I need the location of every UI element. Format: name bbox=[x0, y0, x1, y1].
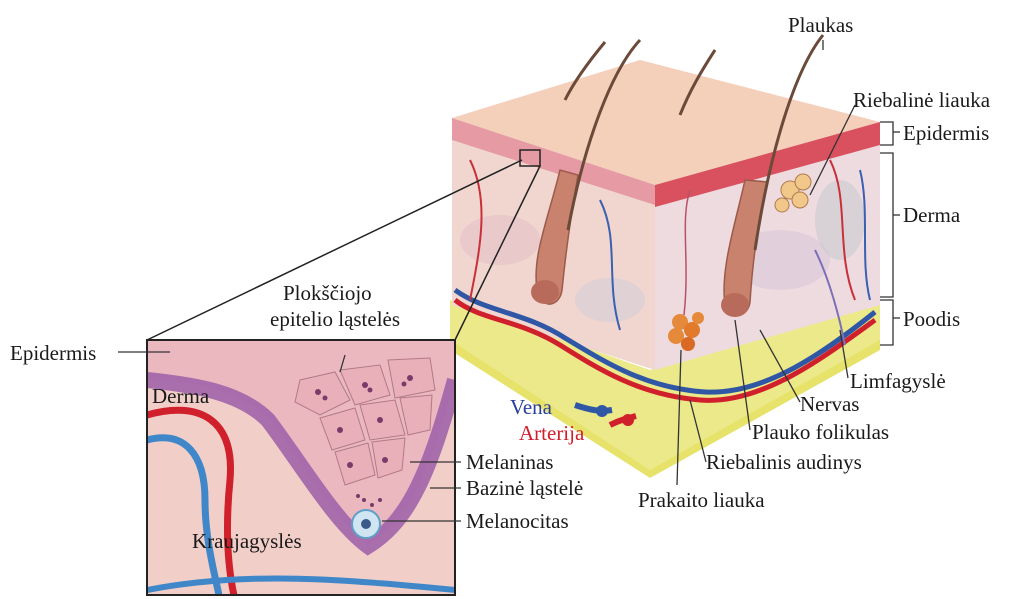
sebaceous-gland-lobe bbox=[795, 174, 811, 190]
sebaceous-gland-lobe bbox=[792, 192, 808, 208]
derma-bracket bbox=[880, 153, 893, 297]
label-plokst-line2: epitelio ląstelės bbox=[270, 307, 400, 331]
label-riebaline-liauka: Riebalinė liauka bbox=[853, 88, 991, 112]
label-limfagysle: Limfagyslė bbox=[850, 369, 946, 393]
label-derma-inset: Derma bbox=[152, 384, 210, 408]
label-epidermis-right: Epidermis bbox=[903, 121, 989, 145]
label-epidermis-left: Epidermis bbox=[10, 341, 96, 365]
label-plokst-line1: Plokščiojo bbox=[283, 281, 372, 305]
vein-end bbox=[596, 405, 608, 417]
hair-bulb-right bbox=[721, 293, 749, 317]
label-arterija: Arterija bbox=[519, 421, 585, 445]
label-plauko-folikulas: Plauko folikulas bbox=[752, 420, 889, 444]
poodis-bracket bbox=[880, 300, 893, 345]
sebaceous-gland-lobe bbox=[775, 198, 789, 212]
tissue-patch bbox=[575, 278, 645, 322]
label-nervas: Nervas bbox=[800, 392, 859, 416]
label-bazine-lastele: Bazinė ląstelė bbox=[466, 476, 583, 500]
artery-end bbox=[622, 414, 634, 426]
label-prakaito-liauka: Prakaito liauka bbox=[638, 488, 765, 512]
epidermis-bracket bbox=[880, 122, 893, 145]
label-riebalinis-audinys: Riebalinis audinys bbox=[706, 450, 862, 474]
label-derma-right: Derma bbox=[903, 203, 961, 227]
label-kraujagysles: Kraujagyslės bbox=[192, 529, 302, 553]
melanocyte-nucleus bbox=[361, 519, 371, 529]
tissue-patch bbox=[460, 215, 540, 265]
hair-bulb-left bbox=[531, 280, 559, 304]
label-vena: Vena bbox=[510, 395, 553, 419]
label-melaninas: Melaninas bbox=[466, 450, 553, 474]
label-melanocitas: Melanocitas bbox=[466, 509, 569, 533]
label-poodis: Poodis bbox=[903, 307, 960, 331]
label-plaukas: Plaukas bbox=[788, 13, 853, 37]
